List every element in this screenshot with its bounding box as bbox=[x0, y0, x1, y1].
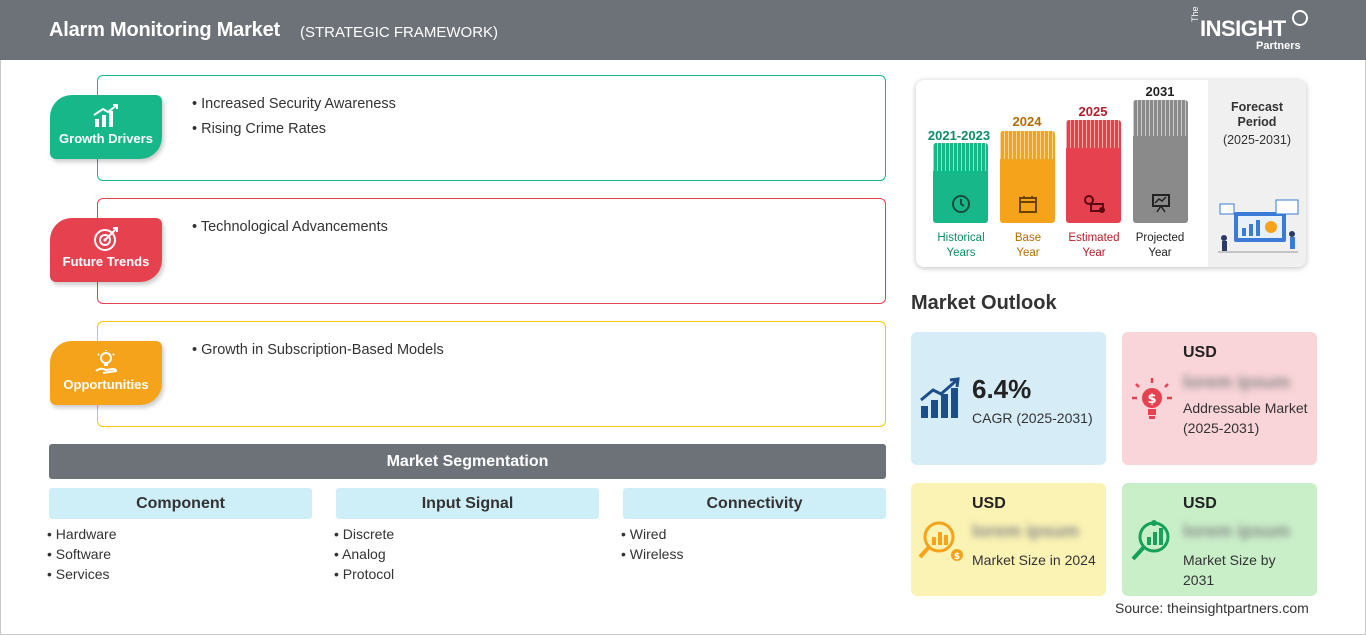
history-clock-icon bbox=[952, 195, 970, 213]
list-item: Services bbox=[47, 566, 117, 582]
forecast-label-line1: Forecast bbox=[1230, 100, 1284, 114]
addressable-market-card: USD lorem ipsum Addressable Market (2025… bbox=[1122, 332, 1317, 465]
page-title: Alarm Monitoring Market bbox=[49, 19, 280, 41]
future-trends-tag: Future Trends bbox=[50, 218, 162, 282]
size2024-label: Market Size in 2024 bbox=[972, 552, 1096, 568]
cagr-label: CAGR (2025-2031) bbox=[972, 410, 1093, 426]
future-trends-label: Future Trends bbox=[62, 254, 150, 269]
target-icon bbox=[94, 227, 118, 251]
bar-historical bbox=[933, 143, 988, 223]
growth-drivers-list: Increased Security Awareness Rising Crim… bbox=[192, 96, 396, 146]
addressable-usd: USD bbox=[1183, 344, 1217, 361]
bar-base bbox=[1000, 131, 1055, 223]
bar-chart-growth-icon bbox=[93, 104, 118, 127]
growth-chart-icon bbox=[920, 377, 960, 418]
logo-insight: INSIGHT bbox=[1200, 16, 1286, 41]
forecast-range: (2025-2031) bbox=[1222, 133, 1292, 147]
growth-drivers-tag: Growth Drivers bbox=[50, 95, 162, 159]
lightbulb-hand-icon bbox=[95, 350, 118, 374]
idea-dollar-icon: $ bbox=[1132, 378, 1172, 419]
list-item: Wired bbox=[621, 526, 683, 542]
list-item: Growth in Subscription-Based Models bbox=[192, 342, 444, 358]
list-item: Hardware bbox=[47, 526, 117, 542]
addressable-label: Addressable Market (2025-2031) bbox=[1183, 400, 1308, 436]
growth-drivers-box: Increased Security Awareness Rising Crim… bbox=[97, 75, 886, 181]
logo-the: The bbox=[1190, 6, 1200, 22]
market-outlook-title: Market Outlook bbox=[911, 292, 1057, 314]
magnifier-chart-icon: $ bbox=[918, 521, 963, 562]
svg-text:$: $ bbox=[954, 552, 960, 562]
list-item: Increased Security Awareness bbox=[192, 96, 396, 112]
list-item: Analog bbox=[334, 546, 394, 562]
insight-partners-logo: The INSIGHT Partners bbox=[1188, 6, 1328, 54]
forecast-label-line2: Period bbox=[1237, 115, 1277, 129]
addressable-value: lorem ipsum bbox=[1183, 372, 1291, 392]
year-label-base: 2024 bbox=[1012, 114, 1042, 129]
header-bar: Alarm Monitoring Market (STRATEGIC FRAME… bbox=[0, 0, 1366, 60]
list-item: Software bbox=[47, 546, 117, 562]
size2031-value: lorem ipsum bbox=[1183, 521, 1291, 541]
opportunities-label: Opportunities bbox=[63, 377, 149, 392]
analytics-dashboard-icon bbox=[1218, 199, 1299, 253]
logo-partners: Partners bbox=[1256, 40, 1301, 52]
opportunities-tag: Opportunities bbox=[50, 341, 162, 405]
growth-drivers-label: Growth Drivers bbox=[59, 131, 153, 146]
bar-estimated bbox=[1066, 120, 1121, 223]
timeline-card: Forecast Period (2025-2031) 2021-2023 Hi… bbox=[916, 80, 1306, 267]
opportunities-box: Growth in Subscription-Based Models bbox=[97, 321, 886, 427]
bar-projected bbox=[1133, 100, 1188, 223]
segment-header-input-signal: Input Signal bbox=[336, 488, 599, 519]
list-item: Protocol bbox=[334, 566, 394, 582]
segment-header-connectivity: Connectivity bbox=[623, 488, 886, 519]
cagr-card: 6.4% CAGR (2025-2031) bbox=[911, 332, 1106, 465]
market-size-2031-card: USD lorem ipsum Market Size by 2031 bbox=[1122, 483, 1317, 596]
segment-header-component: Component bbox=[49, 488, 312, 519]
calendar-icon bbox=[1019, 196, 1037, 213]
page-subtitle: (STRATEGIC FRAMEWORK) bbox=[300, 24, 499, 41]
list-item: Rising Crime Rates bbox=[192, 121, 396, 137]
size2024-value: lorem ipsum bbox=[972, 521, 1080, 541]
cagr-value: 6.4% bbox=[972, 374, 1032, 404]
list-item: Technological Advancements bbox=[192, 219, 388, 235]
future-trends-list: Technological Advancements bbox=[192, 219, 388, 244]
connectivity-list: Wired Wireless bbox=[621, 526, 684, 566]
size2024-usd: USD bbox=[972, 495, 1006, 512]
estimate-gears-icon bbox=[1084, 195, 1105, 213]
forecast-period-panel: Forecast Period (2025-2031) bbox=[1208, 80, 1306, 267]
svg-text:$: $ bbox=[1147, 392, 1156, 407]
year-label-projected: 2031 bbox=[1145, 84, 1175, 99]
opportunities-list: Growth in Subscription-Based Models bbox=[192, 342, 444, 367]
size2031-usd: USD bbox=[1183, 495, 1217, 512]
market-segmentation-bar: Market Segmentation bbox=[49, 444, 886, 479]
projection-board-icon bbox=[1152, 194, 1170, 213]
market-size-2024-card: USD lorem ipsum Market Size in 2024 $ bbox=[911, 483, 1106, 596]
size2031-label: Market Size by 2031 bbox=[1183, 552, 1276, 588]
component-list: Hardware Software Services bbox=[47, 526, 117, 586]
future-trends-box: Technological Advancements bbox=[97, 198, 886, 304]
logo-ring-icon bbox=[1292, 10, 1308, 26]
list-item: Wireless bbox=[621, 546, 684, 562]
input-signal-list: Discrete Analog Protocol bbox=[334, 526, 394, 586]
magnifier-growth-icon bbox=[1131, 520, 1170, 561]
list-item: Discrete bbox=[334, 526, 394, 542]
year-label-historical: 2021-2023 bbox=[927, 128, 991, 143]
year-label-estimated: 2025 bbox=[1078, 104, 1108, 119]
source-note: Source: theinsightpartners.com bbox=[1115, 600, 1309, 616]
